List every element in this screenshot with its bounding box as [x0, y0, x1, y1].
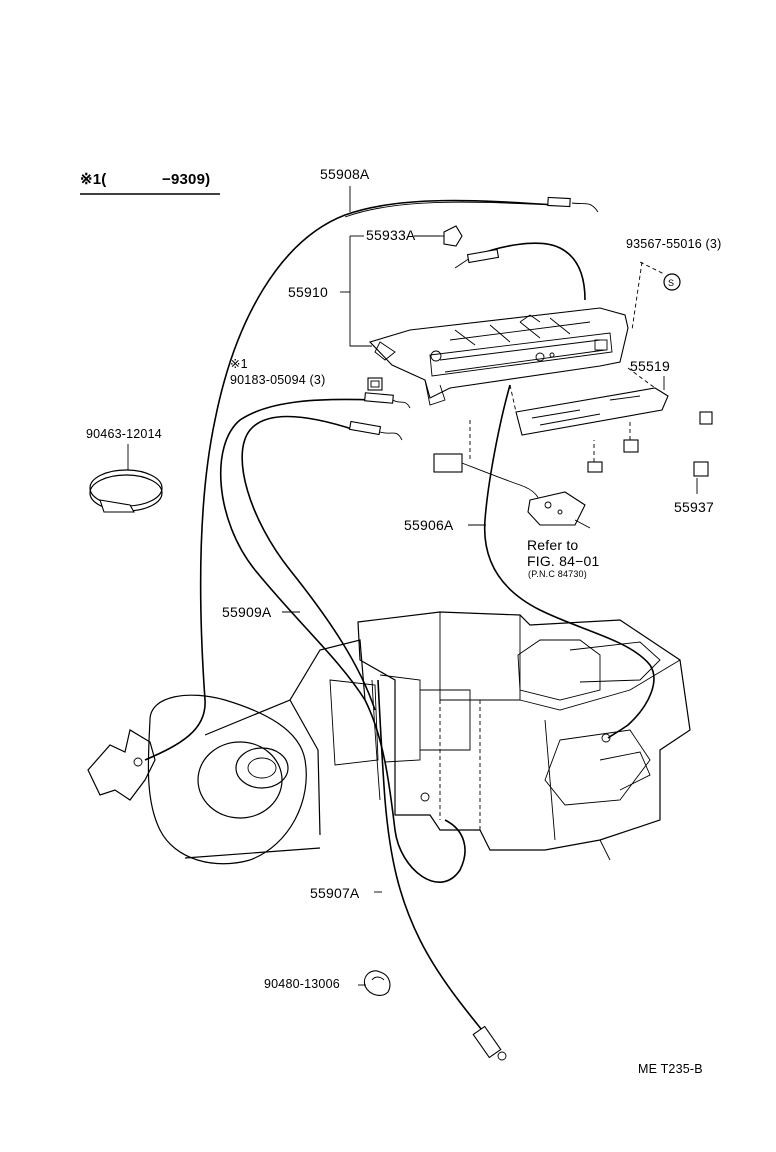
label-90183-05094: 90183-05094 (3) — [230, 373, 326, 387]
note-range: −9309) — [162, 171, 211, 188]
label-pnc-ref: (P.N.C 84730) — [528, 569, 587, 579]
leader-lines — [127, 186, 698, 986]
clip-55933A — [440, 225, 463, 247]
svg-text:S: S — [668, 278, 674, 288]
cable-55906A — [483, 384, 655, 743]
label-90480-13006: 90480-13006 — [264, 977, 340, 991]
note-mark: ※1( — [80, 171, 107, 188]
label-fig-ref: FIG. 84−01 — [527, 553, 600, 569]
cable-upper-short — [454, 242, 586, 301]
label-55909A: 55909A — [222, 604, 272, 620]
switch-connector — [433, 420, 591, 529]
cable-55907A — [371, 679, 507, 1061]
label-note-1: ※1 — [230, 357, 248, 371]
heater-control-head — [368, 307, 629, 406]
panel-55519 — [509, 367, 669, 436]
label-refer-to: Refer to — [527, 537, 579, 553]
label-55908A: 55908A — [320, 166, 370, 182]
nut-90183 — [367, 377, 383, 391]
label-55937: 55937 — [674, 499, 714, 515]
label-55910: 55910 — [288, 284, 328, 300]
hose-clamp-90463 — [89, 462, 163, 513]
grommet-90480 — [363, 970, 391, 996]
label-55906A: 55906A — [404, 517, 454, 533]
screw-93567: S — [631, 261, 681, 331]
cable-55909A — [219, 392, 466, 883]
heater-unit-assembly — [87, 611, 691, 865]
label-90463-12014: 90463-12014 — [86, 427, 162, 441]
drawing-code: ME T235-B — [638, 1062, 703, 1076]
label-55519: 55519 — [630, 358, 670, 374]
cable-55908A — [133, 196, 599, 767]
knob-set — [587, 411, 713, 477]
label-93567-55016: 93567-55016 (3) — [626, 237, 722, 251]
label-55907A: 55907A — [310, 885, 360, 901]
label-55933A: 55933A — [366, 227, 416, 243]
